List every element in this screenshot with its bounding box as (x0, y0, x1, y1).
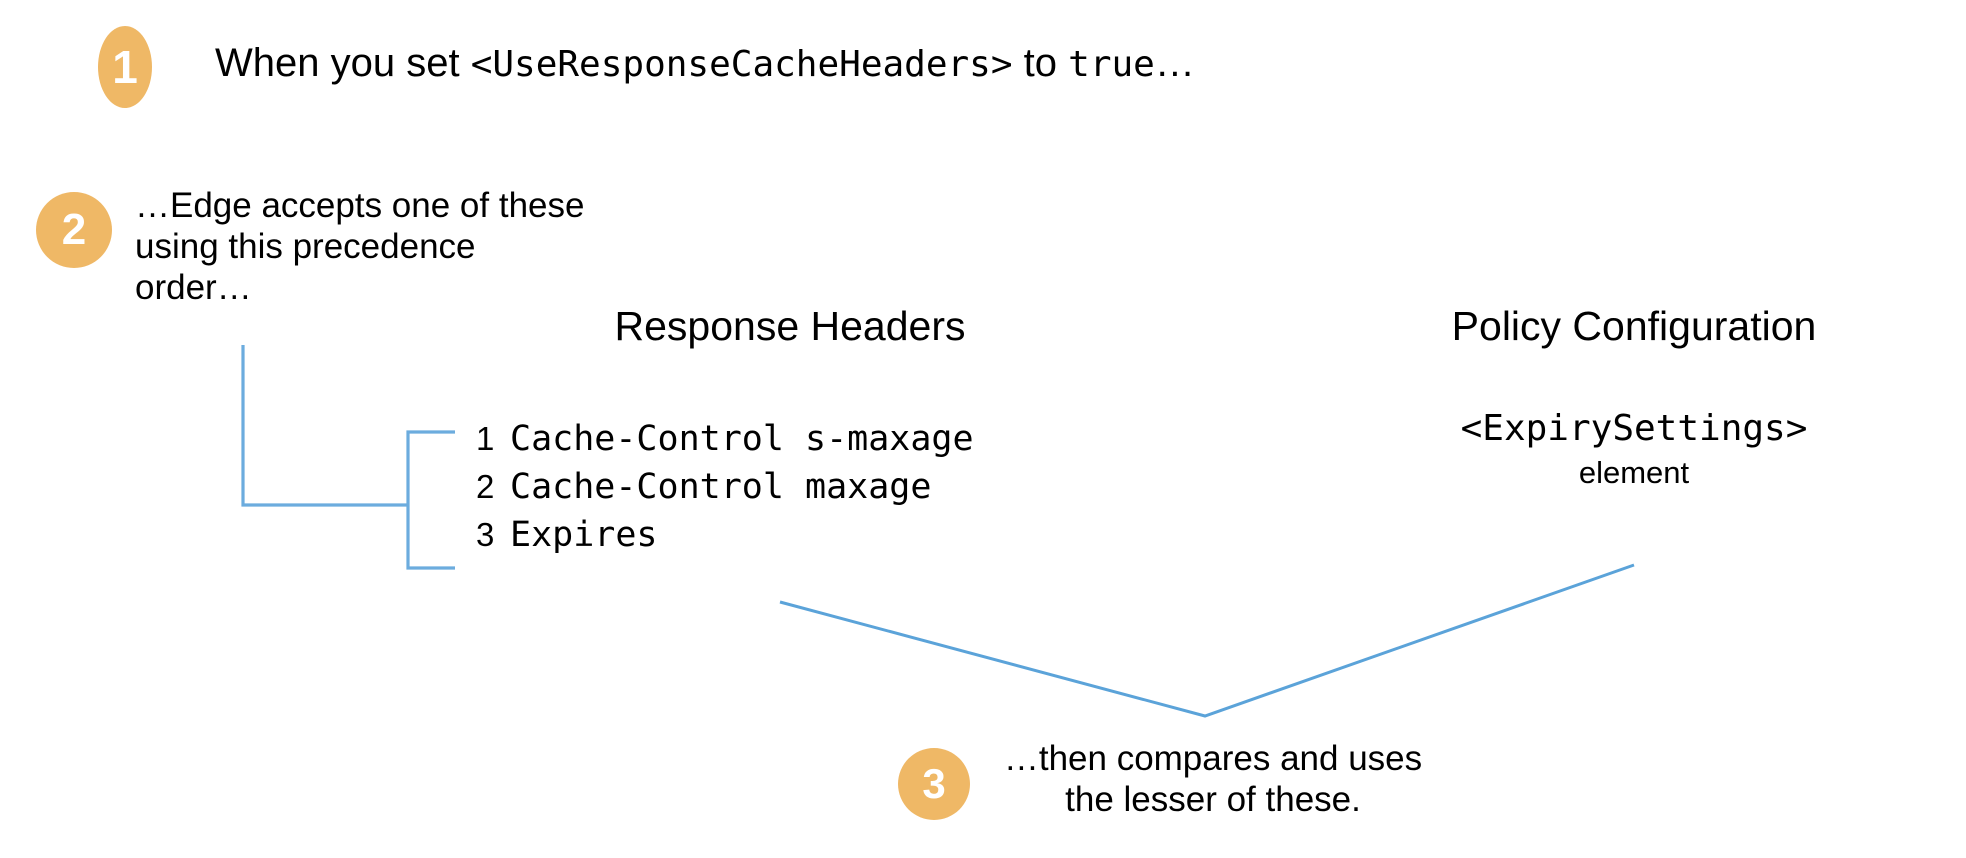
step-2-text: …Edge accepts one of these using this pr… (135, 186, 584, 309)
step-3-badge: 3 (898, 748, 970, 820)
policy-element-block: <ExpirySettings> element (1400, 406, 1868, 496)
step-2-badge: 2 (36, 192, 112, 268)
comparison-vee (779, 563, 1635, 718)
list-item-label: Expires (510, 515, 658, 556)
step-2-line-3: order… (135, 267, 252, 307)
step-1-text-suffix: … (1154, 41, 1195, 85)
response-headers-heading: Response Headers (614, 303, 966, 349)
list-item-rank: 2 (476, 468, 495, 506)
step-1-text-prefix: When you set (215, 41, 471, 85)
policy-configuration-heading: Policy Configuration (1451, 303, 1817, 349)
step-3-text: …then compares and uses the lesser of th… (978, 738, 1448, 821)
bracket-elbow-left (241, 345, 408, 507)
list-item-label: Cache-Control s-maxage (510, 419, 974, 459)
step-1-badge: 1 (98, 26, 152, 108)
list-item-rank: 3 (476, 516, 495, 554)
step-3-line-2: the lesser of these. (1065, 780, 1361, 820)
step-1-text: When you set <UseResponseCacheHeaders> t… (215, 40, 1195, 86)
list-item: 3 Expires (476, 510, 974, 558)
list-item-rank: 1 (476, 420, 495, 457)
expiry-settings-word: element (1578, 455, 1690, 490)
expiry-settings-tag: <ExpirySettings> (1460, 408, 1808, 449)
step-1-code-element: <UseResponseCacheHeaders> (470, 44, 1013, 85)
bracket-right-group (406, 430, 455, 570)
step-2-line-1: …Edge accepts one of these (135, 186, 585, 225)
list-item: 2 Cache-Control maxage (476, 462, 974, 510)
precedence-list: 1 Cache-Control s-maxage 2 Cache-Control m… (476, 414, 974, 559)
step-2-line-2: using this precedence (135, 226, 476, 266)
vee-path (779, 563, 1635, 718)
list-item-label: Cache-Control maxage (510, 467, 932, 508)
step-1-code-true: true (1068, 44, 1155, 85)
precedence-bracket (241, 345, 455, 570)
list-item: 1 Cache-Control s-maxage (476, 414, 974, 462)
step-3-line-1: …then compares and uses (1003, 739, 1423, 778)
step-1-text-middle: to (1012, 41, 1069, 85)
